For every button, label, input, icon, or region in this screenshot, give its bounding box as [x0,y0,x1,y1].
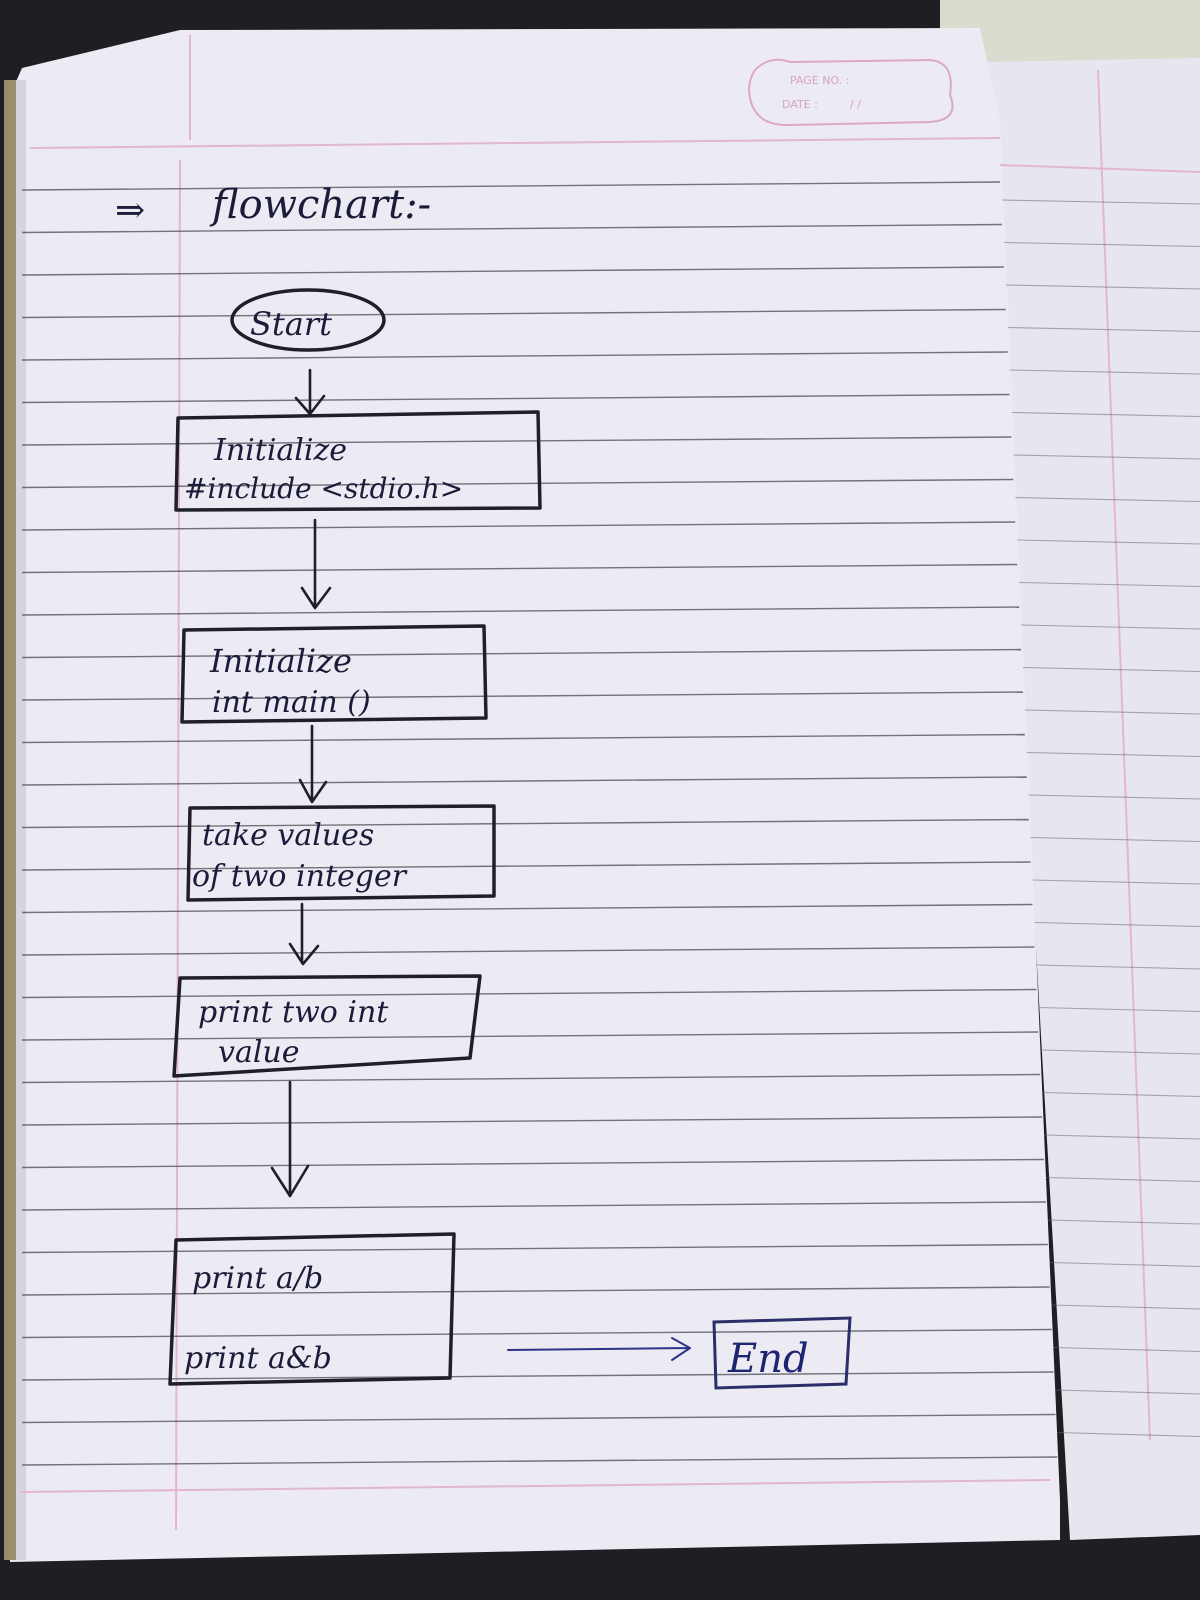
ruled-line [1026,751,1200,758]
ruled-line [1044,1134,1200,1140]
ruled-line [21,691,1023,701]
ruled-line [1040,1049,1200,1055]
ruled-line [21,436,1012,446]
ruled-line [1034,921,1200,928]
include-line1: Initialize [213,433,347,468]
ruled-line [21,478,1014,489]
page-no-label: PAGE NO. : [790,74,849,87]
ruled-line [21,521,1016,531]
ruled-line [1009,369,1200,375]
arrow-start-to-init-include [294,368,326,416]
binding-edge [4,80,18,1560]
ruled-line [1055,1389,1200,1395]
ruled-line [21,351,1008,361]
ruled-line [21,1158,1044,1169]
ruled-line [21,223,1002,234]
ruled-line [21,393,1010,404]
ruled-line [21,946,1035,956]
ruled-line [21,903,1033,914]
ruled-line [1045,1176,1200,1183]
ruled-line [21,776,1027,786]
ruled-line [21,563,1018,574]
next-page [985,58,1200,1540]
ruled-line [1019,581,1200,588]
end-label: End [727,1336,809,1382]
ruled-line [1057,1431,1200,1438]
ruled-line [1028,794,1200,800]
ruled-line [21,1456,1058,1466]
take-values-line2: of two integer [192,859,408,894]
ruled-line [21,1031,1039,1041]
ruled-line [21,606,1020,616]
process-box-print-values [172,974,482,1078]
print-values-line1: print two int [198,995,389,1030]
date-slashes: / / [850,98,861,111]
ruled-line [1005,284,1200,290]
start-terminal [230,288,386,352]
ruled-line [1053,1346,1200,1353]
ruled-line [1051,1304,1200,1310]
take-values-line1: take values [202,818,374,853]
ruled-line [21,1073,1041,1084]
ruled-line [1036,964,1200,970]
process-box-print-ab [168,1232,456,1386]
start-label: Start [250,305,332,343]
ruled-lines-next-page [1001,199,1200,1438]
arrow-include-to-main [300,518,332,610]
main-line2: int main () [212,685,371,720]
ruled-line [21,1371,1054,1381]
ruled-line [1042,1091,1200,1098]
date-label: DATE : [782,98,818,111]
ruled-line [21,733,1025,744]
ruled-line [21,1243,1048,1254]
arrow-main-to-take-values [298,724,328,804]
process-box-main [180,624,488,724]
flowchart-heading: flowchart:- [209,182,431,228]
ruled-line [1021,624,1200,630]
ruled-line [1023,666,1200,673]
arrow-take-values-to-print-values [288,902,320,966]
include-line2: #include <stdio.h> [184,472,463,505]
ruled-line [21,266,1004,276]
ruled-line [21,1413,1056,1424]
ruled-line [21,988,1037,999]
ruled-line [21,181,1001,191]
arrow-print-ab-to-end [507,1337,691,1361]
ruled-line [1030,836,1200,843]
process-box-take-values [186,804,496,902]
ruled-line [1013,454,1200,460]
arrow-print-values-to-print-ab [270,1080,310,1198]
ruled-line [1017,539,1200,545]
ruled-line [21,648,1022,659]
ruled-line [1011,411,1200,418]
ruled-line [21,308,1006,319]
process-box-include [174,410,542,512]
heading-arrow-icon: ⇒ [115,190,145,231]
print-values-line2: value [218,1035,300,1070]
print-ab-line2: print a&b [184,1341,332,1376]
page-stamp: PAGE NO. : DATE : / / [748,58,954,127]
ruled-line [1049,1261,1200,1268]
main-line1: Initialize [209,642,352,680]
ruled-line [1003,241,1200,248]
ruled-line [21,1286,1050,1296]
ruled-line [1024,709,1200,715]
ruled-line [1038,1006,1200,1013]
end-terminal [712,1316,852,1390]
ruled-line [21,1328,1052,1339]
ruled-line [21,1116,1043,1126]
ruled-line [21,1201,1046,1211]
ruled-line [1001,199,1200,205]
print-ab-line1: print a/b [192,1261,323,1296]
notebook-page [8,28,1060,1562]
ruled-line [1007,326,1200,333]
ruled-line [1015,496,1200,503]
ruled-line [1047,1219,1200,1225]
ruled-line [1032,879,1200,885]
